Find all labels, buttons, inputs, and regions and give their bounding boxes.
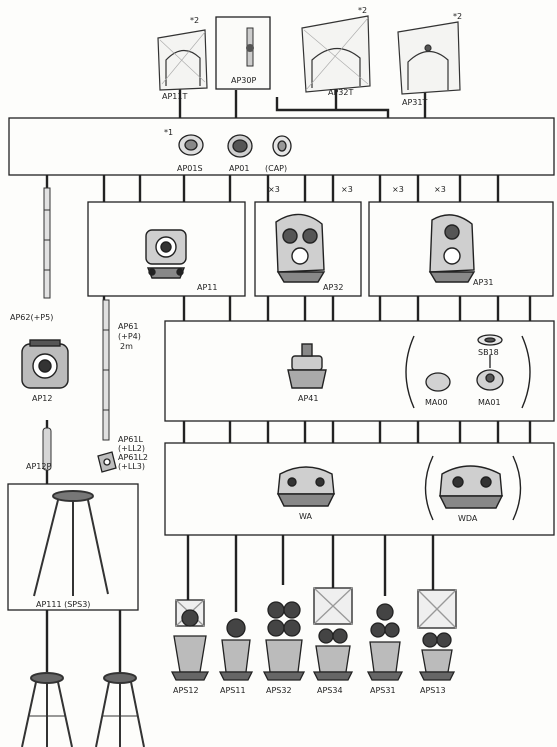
tripod-left-figure [22, 673, 72, 747]
tripod-box-label: AP111 (SPS3) [36, 600, 90, 609]
level-label-line-1: AP61L [118, 435, 143, 444]
prism-set-label-aps31: APS31 [370, 686, 396, 695]
prism-set-label-aps32: APS32 [266, 686, 292, 695]
rod-ap62-figure [44, 188, 50, 298]
pole-label-line-3: 2m [120, 342, 133, 351]
option-ma00-figure [426, 373, 450, 391]
pole-label-line-1: AP61 [118, 322, 138, 331]
option-label-sb18: SB18 [478, 348, 499, 357]
adapter-bar-item-ap01: AP01 [229, 164, 249, 173]
prism-set-label-aps34: APS34 [317, 686, 343, 695]
plummet-rod-label-ap12p: AP12P [26, 462, 51, 471]
prism-set-aps12-figure [172, 600, 208, 680]
level-label-line-3: AP61L2 [118, 453, 148, 462]
top-target-note-3: *2 [358, 6, 367, 15]
level-ap61l-figure [98, 452, 116, 472]
target-plate-ap31t [398, 22, 460, 94]
pole-label-line-2: (+P4) [118, 332, 141, 341]
tripod-right-figure [96, 673, 144, 747]
unit-ap32-figure [276, 214, 324, 282]
plummet-label-ap12: AP12 [32, 394, 52, 403]
prism-set-label-aps12: APS12 [173, 686, 199, 695]
pole-ap61-figure [103, 300, 109, 440]
unit-label-ap11: AP11 [197, 283, 217, 292]
option-label-ma00: MA00 [425, 398, 448, 407]
target-plate-ap32t [302, 16, 370, 92]
top-target-label-ap32t: AP32T [328, 88, 353, 97]
multiplier-1: ×3 [268, 185, 280, 194]
unit-label-ap32: AP32 [323, 283, 343, 292]
level-label-line-2: (+LL2) [118, 444, 145, 453]
multiplier-3: ×3 [392, 185, 404, 194]
top-target-label-ap31t: AP31T [402, 98, 427, 107]
adapter-bar-note: *1 [164, 128, 173, 137]
cap-figure [273, 136, 291, 156]
multiplier-4: ×3 [434, 185, 446, 194]
prism-set-aps34-figure [314, 588, 352, 680]
prism-set-label-aps11: APS11 [220, 686, 246, 695]
adapter-label-ap41: AP41 [298, 394, 318, 403]
top-target-note-1: *2 [190, 16, 199, 25]
prism-set-aps11-figure [220, 619, 252, 680]
adapter-bar-item-cap: (CAP) [265, 164, 287, 173]
tribrach-wda-figure [440, 466, 502, 508]
tribrach-label-wda: WDA [458, 514, 477, 523]
level-label-line-4: (+LL3) [118, 462, 145, 471]
prism-set-aps13-figure [418, 590, 456, 680]
unit-label-ap31: AP31 [473, 278, 493, 287]
optical-plummet-ap12-figure [22, 340, 68, 388]
unit-ap31-figure [430, 215, 474, 282]
tribrach-wa-figure [278, 467, 334, 506]
unit-ap11-figure [146, 230, 186, 278]
option-ma01-figure [477, 370, 503, 390]
top-target-note-4: *2 [453, 12, 462, 21]
prism-set-label-aps13: APS13 [420, 686, 446, 695]
rod-label-ap62: AP62(+P5) [10, 313, 53, 322]
prism-set-aps31-figure [368, 604, 402, 680]
top-target-label-ap11t: AP11T [162, 92, 187, 101]
adapter-ap01s-figure [179, 135, 203, 155]
tribrach-label-wa: WA [299, 512, 312, 521]
adapter-bar-item-ap01s: AP01S [177, 164, 203, 173]
multiplier-2: ×3 [341, 185, 353, 194]
adapter-ap01-figure [228, 135, 252, 157]
option-label-ma01: MA01 [478, 398, 501, 407]
top-target-label-ap30p: AP30P [231, 76, 256, 85]
prism-set-aps32-figure [264, 602, 304, 680]
target-plate-ap11t [158, 30, 207, 90]
